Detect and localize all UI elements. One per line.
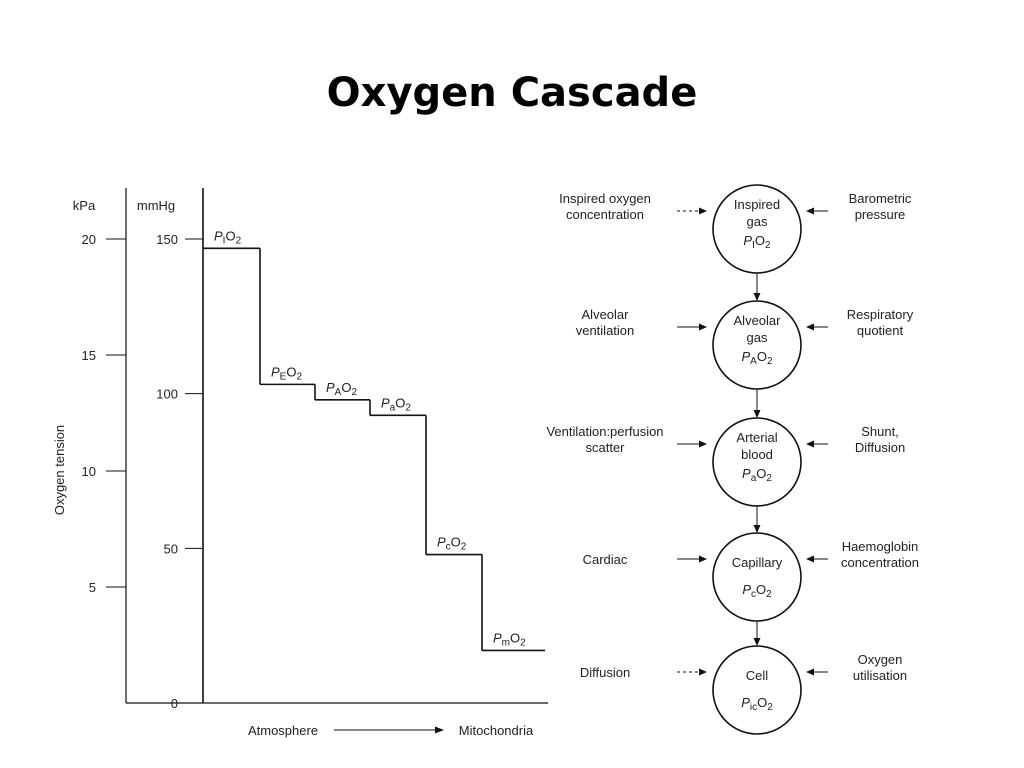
step-label: PcO2 xyxy=(437,535,467,553)
flow-left-factor: Ventilation:perfusion xyxy=(546,424,663,439)
kpa-tick-label: 10 xyxy=(82,464,96,479)
flow-node-tension: PAO2 xyxy=(741,349,772,367)
flow-left-arrow-head xyxy=(699,207,707,215)
flow-node-tension: PaO2 xyxy=(742,466,772,484)
flow-right-arrow-head xyxy=(806,207,814,215)
kpa-tick-label: 15 xyxy=(82,348,96,363)
flow-left-arrow-head xyxy=(699,555,707,563)
flow-left-arrow-head xyxy=(699,323,707,331)
flow-right-factor: Barometric xyxy=(849,191,912,206)
kpa-unit-label: kPa xyxy=(73,198,96,213)
flow-right-arrow-head xyxy=(806,323,814,331)
step-label: PIO2 xyxy=(214,228,242,246)
flow-right-factor: Oxygen xyxy=(858,652,903,667)
flow-connector-arrow xyxy=(753,525,761,533)
flow-connector-arrow xyxy=(753,410,761,418)
step-label: PaO2 xyxy=(381,395,411,413)
flow-right-arrow-head xyxy=(806,555,814,563)
flow-node-label: gas xyxy=(747,214,768,229)
flow-left-factor: Alveolar xyxy=(582,307,630,322)
flow-node-tension: PcO2 xyxy=(742,582,772,600)
flow-right-factor: Respiratory xyxy=(847,307,914,322)
y-axis-title: Oxygen tension xyxy=(52,425,67,515)
mmhg-unit-label: mmHg xyxy=(137,198,175,213)
flow-node-label: blood xyxy=(741,447,773,462)
flow-right-arrow-head xyxy=(806,440,814,448)
x-axis-end-label: Mitochondria xyxy=(459,723,534,738)
mmhg-tick-label: 150 xyxy=(156,232,178,247)
flow-connector-arrow xyxy=(753,293,761,301)
flow-right-factor: Diffusion xyxy=(855,440,905,455)
flow-right-factor: quotient xyxy=(857,323,904,338)
flow-left-factor: Diffusion xyxy=(580,665,630,680)
flow-right-factor: Shunt, xyxy=(861,424,899,439)
step-label: PAO2 xyxy=(326,380,357,398)
mmhg-tick-label: 100 xyxy=(156,387,178,402)
flow-node-circle xyxy=(712,645,802,735)
x-axis-arrow-head xyxy=(435,726,444,734)
mmhg-tick-label: 0 xyxy=(171,696,178,711)
flow-left-factor: Inspired oxygen xyxy=(559,191,651,206)
flow-node-label: gas xyxy=(747,330,768,345)
flow-node-label: Alveolar xyxy=(734,313,782,328)
flow-node-circle xyxy=(712,532,802,622)
flow-node-label: Capillary xyxy=(732,555,783,570)
flow-node-tension: PicO2 xyxy=(741,695,773,713)
flow-right-factor: Haemoglobin xyxy=(842,539,919,554)
flow-left-factor: concentration xyxy=(566,207,644,222)
flow-node-label: Cell xyxy=(746,668,769,683)
flow-left-arrow-head xyxy=(699,668,707,676)
flow-left-factor: scatter xyxy=(585,440,625,455)
flow-right-factor: pressure xyxy=(855,207,906,222)
page-title: Oxygen Cascade xyxy=(326,70,698,116)
step-label: PmO2 xyxy=(493,630,526,648)
flow-left-arrow-head xyxy=(699,440,707,448)
flow-right-arrow-head xyxy=(806,668,814,676)
flow-left-factor: Cardiac xyxy=(583,552,628,567)
flow-left-factor: ventilation xyxy=(576,323,635,338)
mmhg-tick-label: 50 xyxy=(164,541,178,556)
kpa-tick-label: 20 xyxy=(82,232,96,247)
x-axis-start-label: Atmosphere xyxy=(248,723,318,738)
kpa-tick-label: 5 xyxy=(89,580,96,595)
flow-connector-arrow xyxy=(753,638,761,646)
flow-right-factor: concentration xyxy=(841,555,919,570)
flow-right-factor: utilisation xyxy=(853,668,907,683)
flow-node-label: Arterial xyxy=(736,430,777,445)
flow-node-tension: PIO2 xyxy=(743,233,771,251)
flow-node-label: Inspired xyxy=(734,197,780,212)
step-label: PEO2 xyxy=(271,364,302,382)
